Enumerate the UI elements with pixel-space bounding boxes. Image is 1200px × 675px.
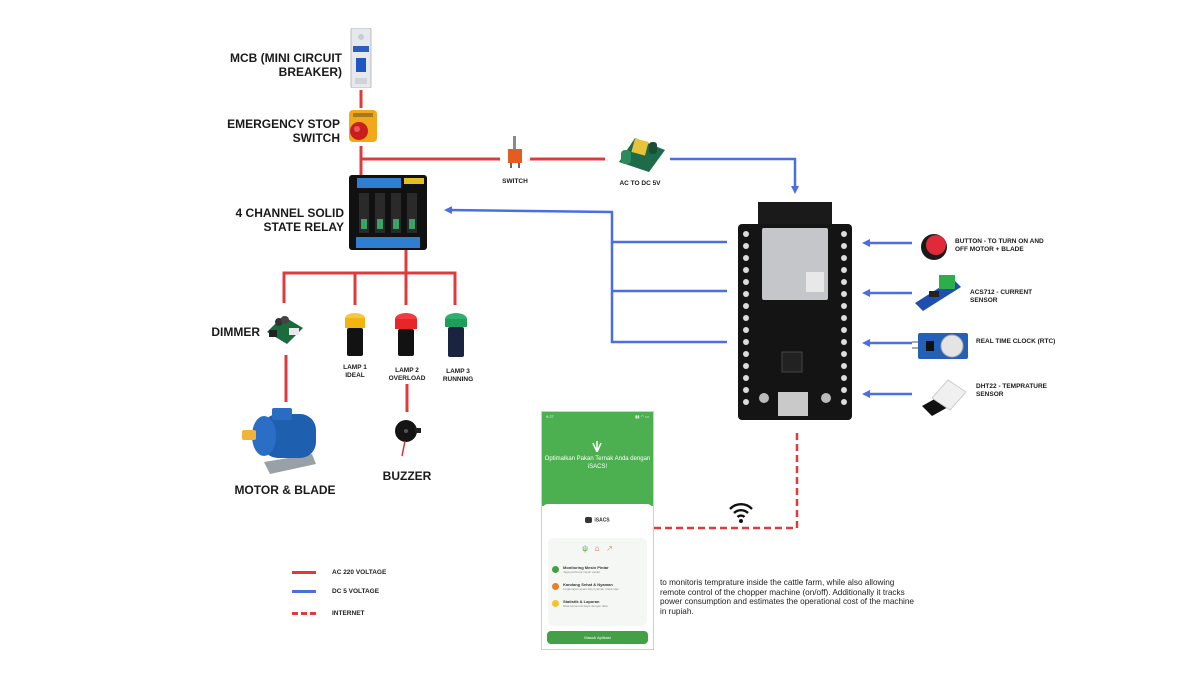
lamp3-component [444,312,468,358]
relay-label: 4 CHANNEL SOLID STATE RELAY [235,206,344,234]
legend-label: AC 220 VOLTAGE [332,568,387,576]
status-bar: 9:27 ▮▮ ◠ ▭ [546,414,649,419]
switch-component [505,136,525,168]
push-button-icon [921,234,947,260]
relay-component [349,175,427,250]
brand-text: iSACS [594,517,610,524]
emergency-stop-icon [349,110,377,142]
buzzer-component [393,416,423,458]
ac-wires [282,90,605,412]
dht22-component [920,378,967,418]
buzzer-icon [395,420,421,457]
grass-icon: ψ [582,544,588,553]
dimmer-icon [267,316,303,344]
status-icons: ▮▮ ◠ ▭ [635,414,649,419]
power-supply-component [615,132,667,174]
relay-board-icon [349,175,427,250]
lamp3-label: LAMP 3 RUNNING [442,368,474,383]
power-supply-icon [619,138,665,172]
yellow-lamp-icon [345,313,365,356]
rtc-label: REAL TIME CLOCK (RTC) [976,338,1056,345]
feature-dot-yellow [552,600,559,607]
emergency-stop-label: EMERGENCY STOP SWITCH [227,117,340,145]
wifi-icon [729,503,753,523]
feature-icons: ψ ⌂ ↗ [548,544,647,553]
legend-swatch-ac [292,570,316,574]
feature-dot-orange [552,583,559,590]
green-lamp-icon [445,313,467,357]
switch-label: SWITCH [502,178,528,185]
wire-output-bus [282,271,457,305]
feature-title: Statistik & Laporan [563,599,600,604]
feature-title: Monitoring Mesin Pintar [563,565,609,570]
status-time: 9:27 [546,414,554,419]
motor-component [242,404,326,476]
legend-internet: INTERNET [292,607,365,619]
app-header: 9:27 ▮▮ ◠ ▭ Optimalkan Pakan Ternak Anda… [542,412,653,506]
app-headline: Optimalkan Pakan Ternak Anda dengan iSAC… [544,456,651,470]
rtc-component [912,333,970,360]
dimmer-component [265,312,305,346]
lamp2-component [394,312,418,356]
motor-label: MOTOR & BLADE [234,483,336,497]
legend-label: INTERNET [332,609,365,617]
system-description: to monitoris temprature inside the cattl… [660,578,914,616]
buzzer-label: BUZZER [382,469,432,483]
toggle-switch-icon [508,136,522,168]
rtc-module-icon [912,333,968,359]
esp32-component [738,202,852,420]
motor-icon [242,408,316,474]
push-button-component [920,233,950,261]
enter-app-button[interactable]: Masuk Aplikasi [547,631,648,644]
legend-dc: DC 5 VOLTAGE [292,585,379,597]
wire-psu-esp32 [670,157,799,194]
grass-logo-icon [592,441,602,452]
button-label: BUTTON - TO TURN ON AND OFF MOTOR + BLAD… [955,238,1044,253]
wire-esp32-bus [610,242,727,344]
app-brand: iSACS [542,517,653,523]
feature-subtitle: Lingkungan aman dan nyaman untuk sapi [563,587,619,591]
dimmer-label: DIMMER [211,325,260,339]
mcb-label: MCB (MINI CIRCUIT BREAKER) [230,51,342,79]
legend-swatch-dc [292,589,316,593]
esp32-board-icon [738,202,852,420]
internet-link [652,433,799,530]
temperature-sensor-icon [922,379,967,416]
cow-logo-icon [585,517,593,523]
legend-swatch-internet [292,611,316,615]
emergency-stop-component [347,110,379,144]
mcb-component [349,27,373,89]
dht22-label: DHT22 - TEMPRATURE SENSOR [976,383,1048,398]
chart-icon: ↗ [606,544,613,553]
lamp1-label: LAMP 1 IDEAL [343,364,367,379]
acs712-component [913,275,963,311]
feature-subtitle: Jaga performa mesin cacah [563,570,601,574]
circuit-breaker-icon [350,27,372,89]
feature-title: Kandang Sehat & Nyaman [563,582,613,587]
mobile-app-screenshot: 9:27 ▮▮ ◠ ▭ Optimalkan Pakan Ternak Anda… [541,411,654,650]
wire-esp32-relay [444,206,727,244]
feature-dot-green [552,566,559,573]
current-sensor-icon [915,275,961,311]
acs712-label: ACS712 - CURRENT SENSOR [970,289,1033,304]
legend-ac: AC 220 VOLTAGE [292,566,386,578]
dc-wires [444,157,912,398]
lamp1-component [344,312,366,356]
barn-icon: ⌂ [594,544,600,553]
power-supply-label: AC TO DC 5V [619,180,661,187]
feature-subtitle: Data konsumsi daya dengan data [563,604,608,608]
legend-label: DC 5 VOLTAGE [332,587,380,595]
red-lamp-icon [395,313,417,356]
lamp2-label: LAMP 2 OVERLOAD [388,367,426,382]
